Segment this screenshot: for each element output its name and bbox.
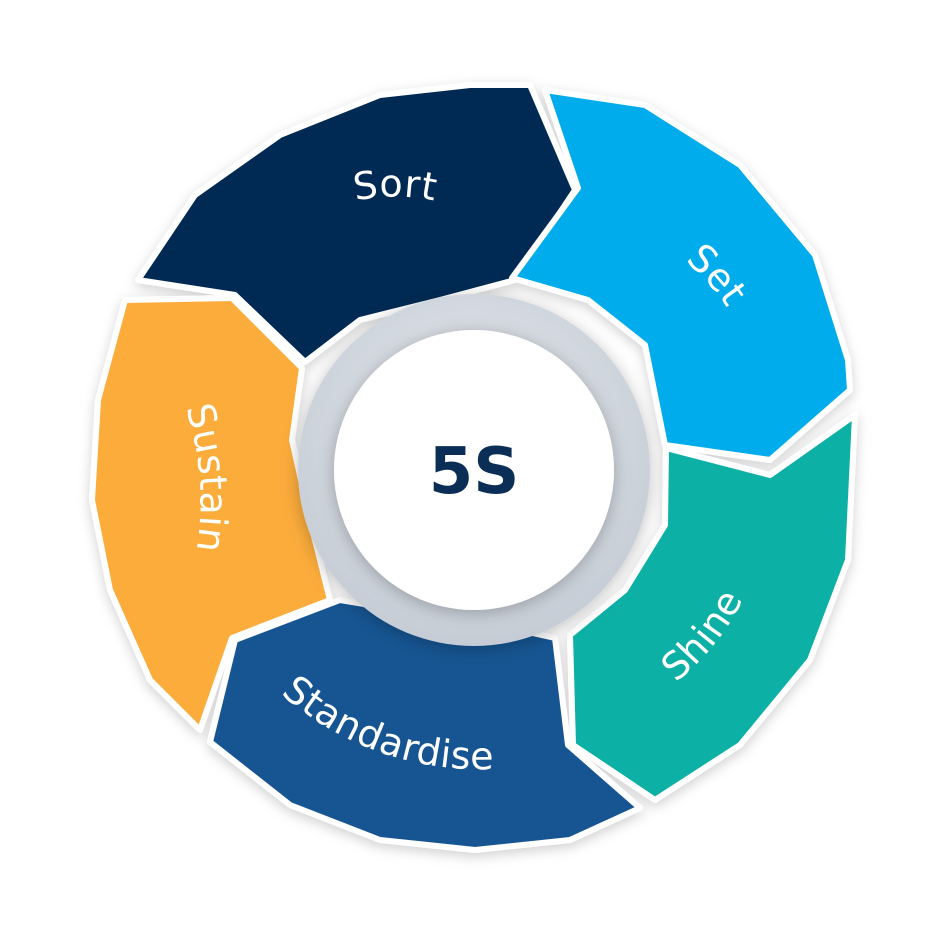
segment-shine[interactable] <box>567 412 858 803</box>
segment-sustain[interactable] <box>89 295 333 733</box>
segments-wheel <box>89 82 858 853</box>
segment-label-sort: Sort <box>350 161 440 209</box>
center-hub: 5S <box>298 294 650 646</box>
hub-inner-circle <box>334 330 614 610</box>
center-title: 5S <box>429 435 520 509</box>
segment-set[interactable] <box>509 87 853 463</box>
